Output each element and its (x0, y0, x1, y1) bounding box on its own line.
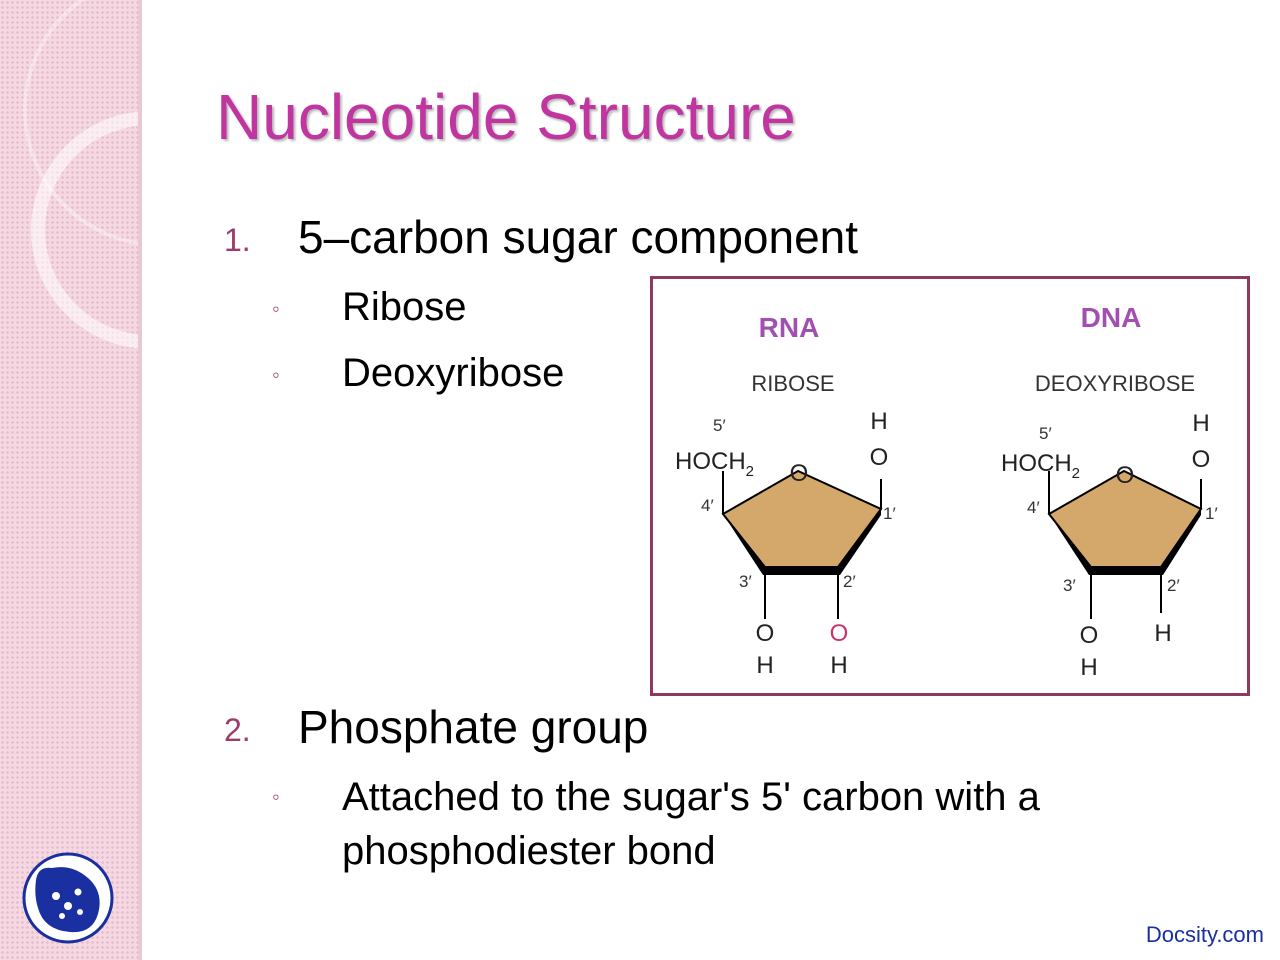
bullet-glyph: ◦ (272, 296, 280, 321)
slide-title: Nucleotide Structure (216, 81, 796, 153)
deoxyribose-c1-o: O (1192, 446, 1211, 473)
sidebar-swirl (23, 0, 142, 349)
deoxyribose-c3-o: O (1080, 622, 1099, 649)
docsity-logo-icon (22, 852, 114, 949)
bullet-glyph: ◦ (272, 362, 280, 387)
ribose-c2: 2′ (843, 572, 856, 591)
ribose-panel: RNA RIBOSE 5′ HOCH2 O 4′ 1′ 3′ 2′ H O O … (675, 312, 896, 679)
section-2-number: 2. (224, 712, 251, 748)
deoxyribose-c2: 2′ (1167, 576, 1180, 595)
deoxyribose-ring-oxygen: O (1116, 462, 1135, 489)
bullet-ribose: Ribose (342, 285, 467, 329)
ribose-c1: 1′ (883, 504, 896, 523)
section-1-heading: 5–carbon sugar component (298, 211, 859, 263)
deoxyribose-c4: 4′ (1027, 498, 1040, 517)
bullet-deoxyribose: Deoxyribose (342, 351, 565, 395)
rna-label: RNA (759, 312, 820, 343)
ribose-ring-oxygen: O (790, 460, 809, 487)
docsity-watermark: Docsity.com (1145, 922, 1264, 947)
sidebar-decoration (0, 0, 142, 960)
ribose-c3-h: H (756, 652, 773, 679)
ribose-c2-o-highlight: O (830, 620, 849, 647)
ribose-c2-h: H (830, 652, 847, 679)
ribose-name: RIBOSE (751, 371, 834, 396)
deoxyribose-name: DEOXYRIBOSE (1035, 371, 1195, 396)
ribose-c1-h: H (870, 408, 887, 435)
ribose-c4: 4′ (701, 496, 714, 515)
dna-label: DNA (1081, 302, 1142, 333)
deoxyribose-c5: 5′ (1039, 424, 1052, 443)
section-1-number: 1. (224, 222, 251, 258)
deoxyribose-c1-h: H (1192, 410, 1209, 437)
deoxyribose-c3-h: H (1080, 654, 1097, 681)
ribose-c1-o: O (870, 444, 889, 471)
sugar-structure-figure: RNA RIBOSE 5′ HOCH2 O 4′ 1′ 3′ 2′ H O O … (650, 276, 1250, 696)
ribose-c5: 5′ (713, 416, 726, 435)
bullet-phosphate-desc: Attached to the sugar's 5' carbon with a… (342, 775, 1040, 873)
ribose-hoch: HOCH2 (675, 448, 754, 480)
deoxyribose-c3: 3′ (1063, 576, 1076, 595)
section-2-heading: Phosphate group (298, 701, 649, 753)
ribose-c3-o: O (756, 620, 775, 647)
ribose-c3: 3′ (739, 572, 752, 591)
deoxyribose-c2-h: H (1154, 620, 1171, 647)
sugar-diagram: RNA RIBOSE 5′ HOCH2 O 4′ 1′ 3′ 2′ H O O … (675, 302, 1218, 681)
bullet-glyph: ◦ (272, 784, 280, 809)
deoxyribose-c1: 1′ (1205, 504, 1218, 523)
deoxyribose-hoch: HOCH2 (1001, 450, 1080, 482)
deoxyribose-panel: DNA DEOXYRIBOSE 5′ HOCH2 O 4′ 1′ 3′ 2′ H… (1001, 302, 1218, 681)
